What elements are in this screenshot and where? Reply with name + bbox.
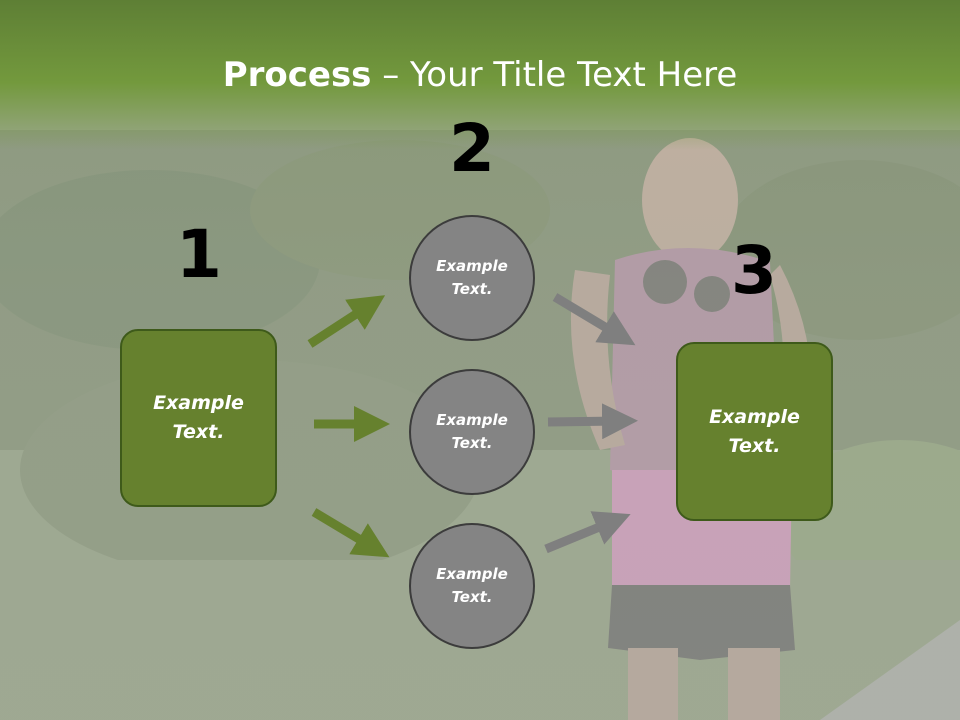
step3-box: Example Text. [676,342,833,521]
step3-box-text: Example Text. [709,405,800,457]
step2-circle-bottom: Example Text. [409,523,535,649]
step-number-3: 3 [731,232,777,309]
step2-circle-top: Example Text. [409,215,535,341]
title-bold: Process [222,55,372,95]
circle-middle-text: Example Text. [436,411,508,452]
circle-top-text: Example Text. [436,257,508,298]
step2-circle-middle: Example Text. [409,369,535,495]
step1-box-text: Example Text. [153,392,244,443]
step-number-1: 1 [176,216,222,293]
circle-bottom-text: Example Text. [436,565,508,606]
step1-box: Example Text. [120,329,277,507]
step-number-2: 2 [449,110,495,187]
title-rest: – Your Title Text Here [371,55,738,95]
header-band [0,0,960,150]
page-title: Process – Your Title Text Here [0,55,960,95]
